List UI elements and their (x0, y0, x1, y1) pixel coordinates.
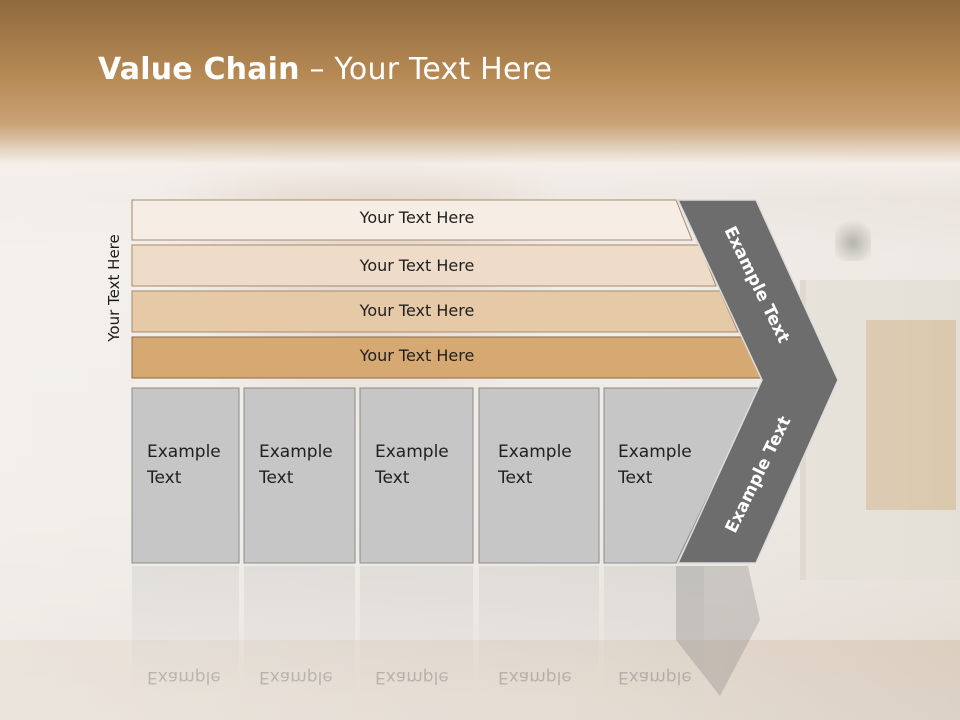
cell-shape-4[interactable] (478, 387, 600, 564)
cell-text-2: Example Text (259, 439, 333, 491)
vertical-axis-label: Your Text Here (105, 234, 123, 342)
cell-1-line-1: Example (147, 442, 221, 462)
cell-4-line-1: Example (498, 442, 572, 462)
title-bold: Value Chain (98, 52, 300, 87)
row-label-4: Your Text Here (359, 346, 475, 365)
cell-shape-1[interactable] (131, 387, 240, 564)
cell-2-line-2: Text (259, 468, 294, 488)
cell-5-line-2: Text (618, 468, 653, 488)
cell-3-line-1: Example (375, 442, 449, 462)
title-rest: – Your Text Here (299, 52, 553, 87)
cell-text-3: Example Text (375, 439, 449, 491)
cell-text-1: Example Text (147, 439, 221, 491)
cell-shape-3[interactable] (359, 387, 474, 564)
cell-2-line-1: Example (259, 442, 333, 462)
cell-text-5: Example Text (618, 439, 692, 491)
cell-shape-2[interactable] (243, 387, 356, 564)
row-shape-2[interactable] (131, 244, 717, 287)
cell-3-line-2: Text (375, 468, 410, 488)
row-label-3: Your Text Here (359, 301, 475, 320)
cell-5-line-1: Example (618, 442, 692, 462)
row-shape-1[interactable] (131, 199, 693, 241)
title-band (0, 0, 960, 200)
cell-1-line-2: Text (147, 468, 182, 488)
row-shape-3[interactable] (131, 290, 739, 333)
cell-4-line-2: Text (498, 468, 533, 488)
cell-text-4: Example Text (498, 439, 572, 491)
row-label-2: Your Text Here (359, 256, 475, 275)
chevron-arrow[interactable] (676, 199, 839, 564)
slide-title[interactable]: Value Chain – Your Text Here (98, 52, 552, 87)
row-label-1: Your Text Here (359, 208, 475, 227)
cell-shape-5[interactable] (603, 387, 761, 564)
